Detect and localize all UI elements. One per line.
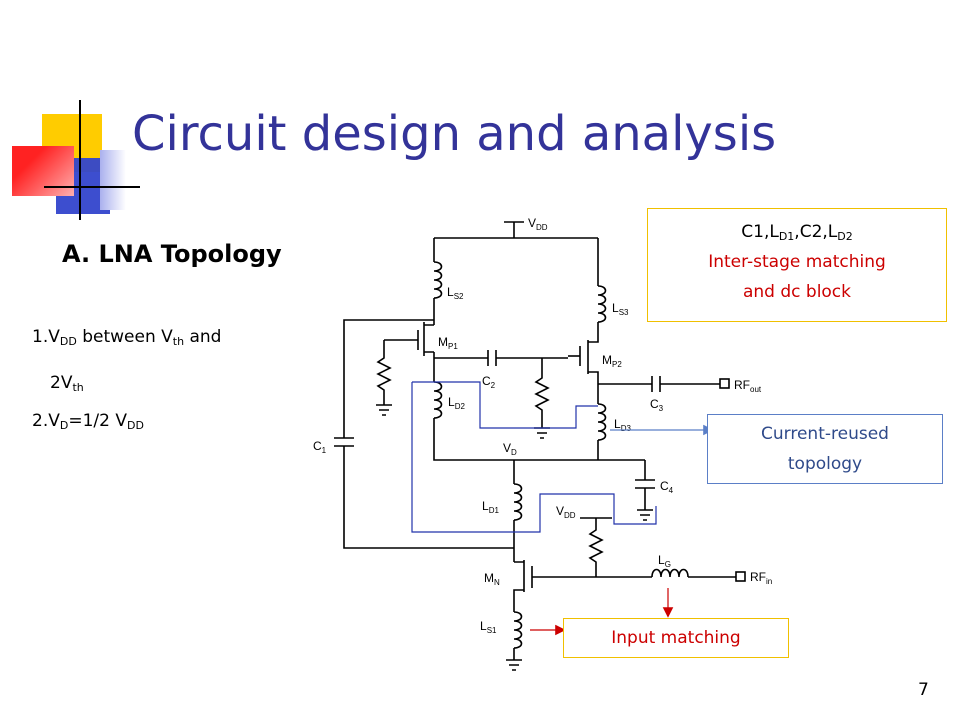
bullet-1: 1.VDD between Vth and [32, 327, 222, 348]
svg-text:C1: C1 [313, 439, 327, 455]
svg-text:VDD: VDD [556, 504, 576, 520]
section-subtitle: A. LNA Topology [62, 240, 282, 268]
rfin-port [735, 571, 746, 582]
mn-transistor [513, 560, 533, 612]
c2-capacitor [487, 350, 497, 366]
svg-text:MP1: MP1 [438, 335, 458, 351]
vdd-label: VDD [528, 216, 548, 232]
interstage-matching-callout: C1,LD1,C2,LD2 Inter-stage matching and d… [647, 208, 947, 322]
ls2-inductor [433, 261, 443, 299]
vdd-stub [504, 221, 524, 238]
svg-text:C2: C2 [482, 374, 496, 390]
bullet-1-continued: 2Vth [50, 373, 84, 394]
svg-text:C4: C4 [660, 479, 674, 495]
rfout-port [719, 378, 730, 389]
svg-text:LG: LG [658, 553, 671, 569]
svg-text:LD3: LD3 [614, 417, 631, 433]
svg-text:LS3: LS3 [612, 301, 629, 317]
current-reused-callout: Current-reused topology [707, 414, 943, 484]
interstage-line2: Inter-stage matching [708, 252, 886, 272]
lg-inductor [651, 568, 689, 578]
page-number: 7 [918, 680, 929, 700]
ld2-inductor [433, 381, 443, 419]
bullet-2: 2.VD=1/2 VDD [32, 411, 144, 432]
interstage-highlight-wire [411, 381, 657, 533]
c1-capacitor [334, 437, 514, 549]
svg-text:LS2: LS2 [447, 285, 464, 301]
c3-capacitor [651, 376, 661, 392]
mid-bias-resistor [534, 358, 550, 439]
c4-capacitor [635, 479, 655, 521]
svg-text:RFout: RFout [734, 378, 762, 394]
ls3-inductor [597, 285, 607, 323]
svg-text:LD2: LD2 [448, 395, 465, 411]
input-matching-callout: Input matching [563, 618, 789, 658]
ld1-inductor [513, 483, 523, 521]
svg-text:MP2: MP2 [602, 353, 622, 369]
interstage-components: C1,LD1,C2,LD2 [741, 222, 853, 243]
deco-horizontal-line [44, 186, 140, 188]
ld3-inductor [597, 403, 607, 441]
deco-blue-shadow [100, 150, 126, 210]
mp1-transistor [417, 322, 435, 382]
interstage-line3: and dc block [742, 282, 852, 302]
svg-text:VD: VD [503, 441, 517, 457]
left-bias-resistor [376, 340, 392, 416]
svg-text:LS1: LS1 [480, 619, 497, 635]
svg-text:LD1: LD1 [482, 499, 499, 515]
slide-title: Circuit design and analysis [132, 106, 777, 162]
ls1-inductor [513, 611, 523, 649]
deco-vertical-line [79, 100, 81, 220]
svg-text:C3: C3 [650, 397, 664, 413]
svg-text:MN: MN [484, 571, 500, 587]
svg-text:RFin: RFin [750, 570, 772, 586]
